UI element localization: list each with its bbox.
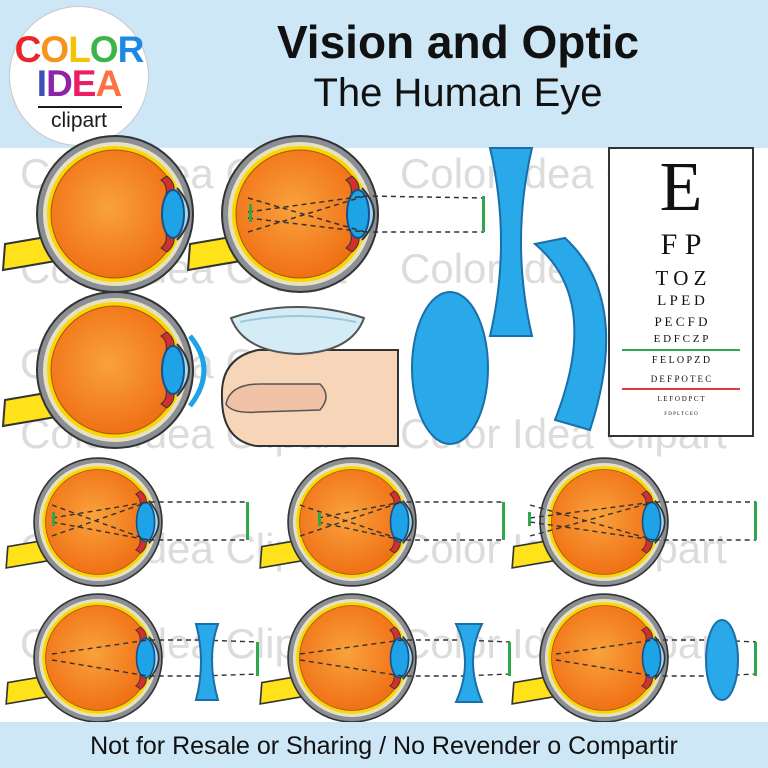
object-arrow (754, 502, 757, 540)
chart-row-8: D E F P O T E C (650, 374, 712, 384)
convex-corrective-lens (705, 619, 739, 701)
image-arrow (249, 204, 252, 222)
color-idea-logo: COLOR IDEA clipart (9, 6, 149, 146)
meniscus-lens (532, 236, 608, 432)
light-ray-diagram-corrected-1 (51, 639, 259, 677)
contact-lens-on-eye (188, 334, 207, 408)
light-ray-diagram-2 (247, 195, 485, 233)
concave-corrective-lens (454, 623, 484, 703)
light-ray-diagram-nearsighted (529, 501, 756, 541)
chart-row-9: L E F O D P C T (657, 395, 705, 403)
light-ray-diagram-normal (51, 501, 248, 541)
concave-lens (488, 147, 534, 337)
concave-corrective-lens (194, 623, 220, 701)
logo-letter: A (95, 63, 122, 104)
chart-row-2: F P (660, 228, 702, 261)
logo-word-color: COLOR (10, 31, 148, 68)
logo-letter: E (71, 63, 97, 104)
chart-row-10: F D P L T C E O (664, 412, 698, 417)
chart-row-4: L P E D (657, 293, 705, 309)
chart-row-6: E D F C Z P (653, 333, 709, 345)
logo-word-idea: IDEA (10, 65, 148, 102)
object-arrow (256, 642, 259, 676)
object-arrow (246, 502, 249, 540)
chart-green-line (622, 349, 740, 351)
object-arrow (754, 642, 757, 676)
chart-row-1: E (659, 149, 703, 226)
image-arrow (528, 512, 531, 526)
logo-letter: L (68, 29, 91, 70)
finger-with-contact-lens (220, 306, 399, 447)
object-arrow (508, 642, 511, 676)
chart-row-5: P E C F D (654, 314, 708, 329)
convex-lens (411, 291, 489, 445)
footer-notice: Not for Resale or Sharing / No Revender … (90, 732, 678, 760)
chart-red-line (622, 388, 740, 390)
logo-divider (38, 106, 122, 108)
logo-letter: I (36, 63, 47, 104)
chart-row-3: T O Z (655, 266, 707, 290)
object-arrow (482, 196, 485, 232)
page-title: Vision and Optic (276, 16, 640, 68)
logo-letter: O (89, 29, 119, 70)
logo-subtext: clipart (50, 109, 108, 132)
image-arrow (52, 512, 55, 526)
logo-letter: C (14, 29, 42, 70)
footer-band: Not for Resale or Sharing / No Revender … (0, 722, 768, 768)
logo-letter: D (46, 63, 73, 104)
chart-row-7: F E L O P Z D (651, 355, 711, 366)
snellen-eye-chart: E F P T O Z L P E D P E C F D E D F C Z … (608, 147, 754, 437)
object-arrow (502, 502, 505, 540)
page-subtitle: The Human Eye (313, 71, 603, 115)
header-band: COLOR IDEA clipart Vision and Optic The … (0, 0, 768, 148)
logo-letter: R (117, 29, 145, 70)
light-ray-diagram-farsighted (299, 501, 504, 541)
logo-letter: O (40, 29, 69, 70)
image-arrow (318, 512, 321, 526)
